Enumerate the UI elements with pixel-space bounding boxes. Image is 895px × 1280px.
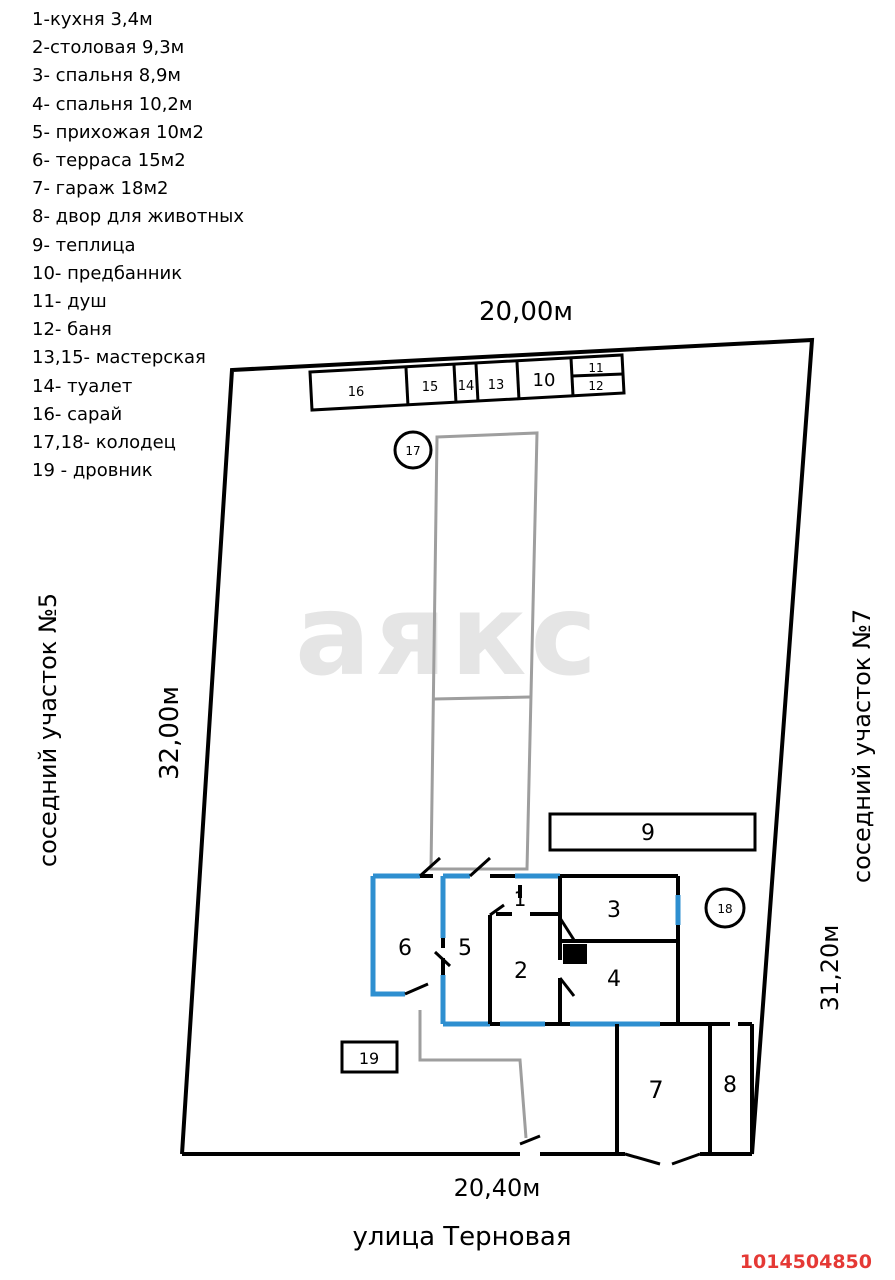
- legend-item: 17,18- колодец: [32, 432, 176, 454]
- neighbor-left: соседний участок №5: [34, 593, 62, 867]
- legend-item: 19 - дровник: [32, 460, 153, 482]
- label-17: 17: [405, 444, 420, 458]
- legend-item: 12- баня: [32, 319, 112, 341]
- label-8: 8: [723, 1073, 737, 1098]
- neighbor-right: соседний участок №7: [848, 609, 876, 883]
- legend-list: 1-кухня 3,4м 2-столовая 9,3м 3- спальня …: [32, 6, 244, 485]
- dimension-top: 20,00м: [479, 297, 573, 327]
- legend-item: 3- спальня 8,9м: [32, 65, 182, 87]
- legend-item: 14- туалет: [32, 375, 133, 397]
- legend-item: 1-кухня 3,4м: [32, 9, 153, 30]
- label-14: 14: [458, 379, 475, 394]
- plot-boundary: [180, 337, 815, 1155]
- label-6: 6: [398, 936, 412, 961]
- dimension-right: 31,20м: [816, 925, 844, 1012]
- label-13: 13: [488, 378, 505, 393]
- label-2: 2: [514, 959, 528, 984]
- label-18: 18: [717, 902, 732, 916]
- label-3: 3: [607, 898, 621, 923]
- terrace-6: [370, 856, 442, 997]
- woodshed-19: [340, 1040, 399, 1074]
- label-5: 5: [458, 936, 472, 961]
- label-12: 12: [588, 379, 603, 393]
- label-11: 11: [588, 361, 603, 375]
- label-9: 9: [641, 821, 655, 846]
- well-18: [704, 887, 746, 929]
- legend-item: 6- терраса 15м2: [32, 150, 186, 172]
- legend-item: 7- гараж 18м2: [32, 178, 169, 200]
- label-16: 16: [348, 385, 365, 400]
- outbuildings: [308, 353, 626, 412]
- dimension-left: 32,00м: [155, 686, 185, 780]
- label-7: 7: [648, 1076, 663, 1104]
- label-15: 15: [422, 380, 439, 395]
- label-19: 19: [359, 1049, 379, 1068]
- well-17: [393, 430, 433, 470]
- house-main: [488, 873, 681, 1027]
- watermark: аякс: [295, 571, 601, 701]
- garden-beds: [429, 431, 539, 871]
- legend-item: 11- душ: [32, 291, 107, 313]
- legend-item: 9- теплица: [32, 234, 136, 256]
- legend-item: 16- сарай: [32, 403, 123, 425]
- legend-item: 10- предбанник: [32, 262, 183, 284]
- legend-item: 4- спальня 10,2м: [32, 93, 193, 115]
- greenhouse-9: [548, 812, 757, 852]
- garage-and-yard: [615, 1022, 754, 1166]
- label-1: 1: [514, 887, 527, 911]
- label-4: 4: [607, 967, 621, 992]
- legend-item: 8- двор для животных: [32, 206, 245, 228]
- legend-item: 13,15- мастерская: [32, 347, 206, 369]
- listing-id: 1014504850: [740, 1251, 872, 1273]
- legend-item: 2-столовая 9,3м: [32, 37, 185, 59]
- label-10: 10: [533, 370, 556, 391]
- street-name: улица Терновая: [353, 1222, 572, 1252]
- footpath: [418, 1010, 528, 1139]
- hallway-5: [433, 856, 492, 1027]
- legend-item: 5- прихожая 10м2: [32, 121, 204, 143]
- gate: [519, 1134, 541, 1146]
- dimension-bottom: 20,40м: [454, 1174, 541, 1202]
